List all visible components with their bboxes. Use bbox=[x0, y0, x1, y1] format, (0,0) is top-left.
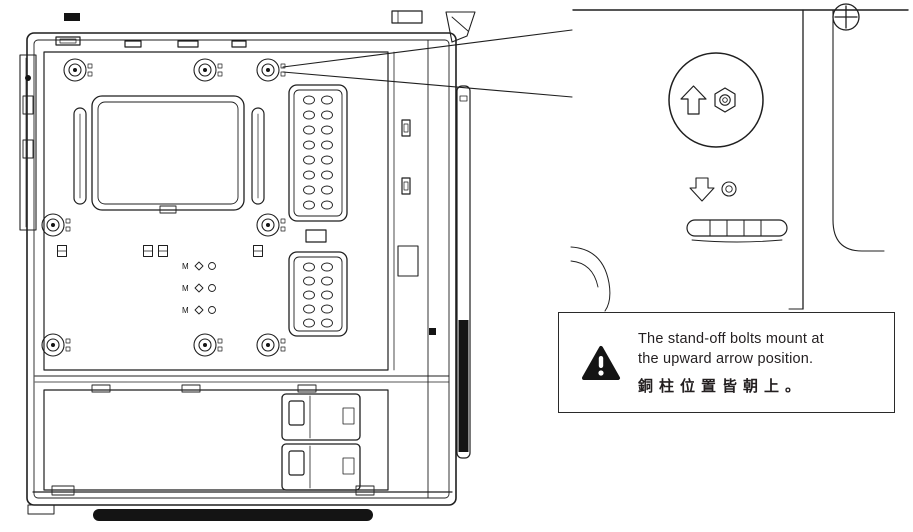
warning-note-box: The stand-off bolts mount at the upward … bbox=[558, 312, 895, 413]
standoff bbox=[41, 333, 71, 357]
standoff bbox=[256, 333, 286, 357]
note-line-en-1: The stand-off bolts mount at bbox=[638, 330, 824, 347]
cable-tie-mount-icon bbox=[686, 219, 788, 243]
connector-port bbox=[305, 229, 327, 243]
m-label: M bbox=[182, 284, 189, 293]
cable-grommet-strip-upper bbox=[288, 84, 348, 222]
case-outline bbox=[26, 32, 457, 506]
motherboard-size-markings: M M M bbox=[182, 261, 216, 315]
case-stand-bar bbox=[93, 509, 373, 521]
rear-top-bracket bbox=[445, 11, 476, 43]
drive-tray-lower bbox=[281, 443, 361, 491]
standoff bbox=[41, 213, 71, 237]
right-bay-fittings bbox=[397, 39, 436, 499]
up-arrow-icon bbox=[680, 85, 707, 115]
front-panel-strip bbox=[456, 85, 471, 459]
callout-lines bbox=[282, 29, 573, 98]
cable-grommet-strip-lower bbox=[288, 251, 348, 337]
m-label: M bbox=[182, 306, 189, 315]
top-edge-fittings bbox=[55, 36, 247, 48]
m-label: M bbox=[182, 262, 189, 271]
case-bottom bbox=[27, 485, 453, 521]
standoff bbox=[193, 58, 223, 82]
case-side-view: M M M bbox=[19, 10, 476, 521]
detail-view bbox=[570, 3, 909, 312]
top-latch-tab bbox=[64, 13, 80, 21]
note-text: The stand-off bolts mount at the upward … bbox=[638, 329, 824, 396]
standoff-nut-icon bbox=[714, 87, 736, 113]
screw-hole-icon bbox=[721, 181, 737, 197]
cable-slot-left bbox=[73, 107, 87, 205]
top-rear-tab bbox=[391, 10, 423, 24]
standoff-positions bbox=[41, 58, 286, 357]
tray-clips bbox=[57, 245, 263, 257]
warning-triangle-icon bbox=[582, 345, 620, 380]
drive-tray-upper bbox=[281, 393, 361, 441]
magnifier-circle bbox=[668, 52, 764, 148]
cable-slot-right bbox=[251, 107, 265, 205]
motherboard-tray bbox=[43, 51, 389, 371]
left-edge-panel bbox=[19, 54, 37, 231]
standoff bbox=[193, 333, 223, 357]
standoff bbox=[256, 213, 286, 237]
psu-shroud bbox=[34, 375, 450, 491]
cpu-cutout bbox=[91, 95, 245, 214]
note-line-zh: 銅柱位置皆朝上。 bbox=[638, 377, 807, 395]
standoff bbox=[256, 58, 286, 82]
standoff bbox=[63, 58, 93, 82]
thumbscrew-icon bbox=[832, 3, 860, 31]
down-arrow-icon bbox=[689, 177, 715, 202]
note-line-en-2: the upward arrow position. bbox=[638, 351, 814, 368]
